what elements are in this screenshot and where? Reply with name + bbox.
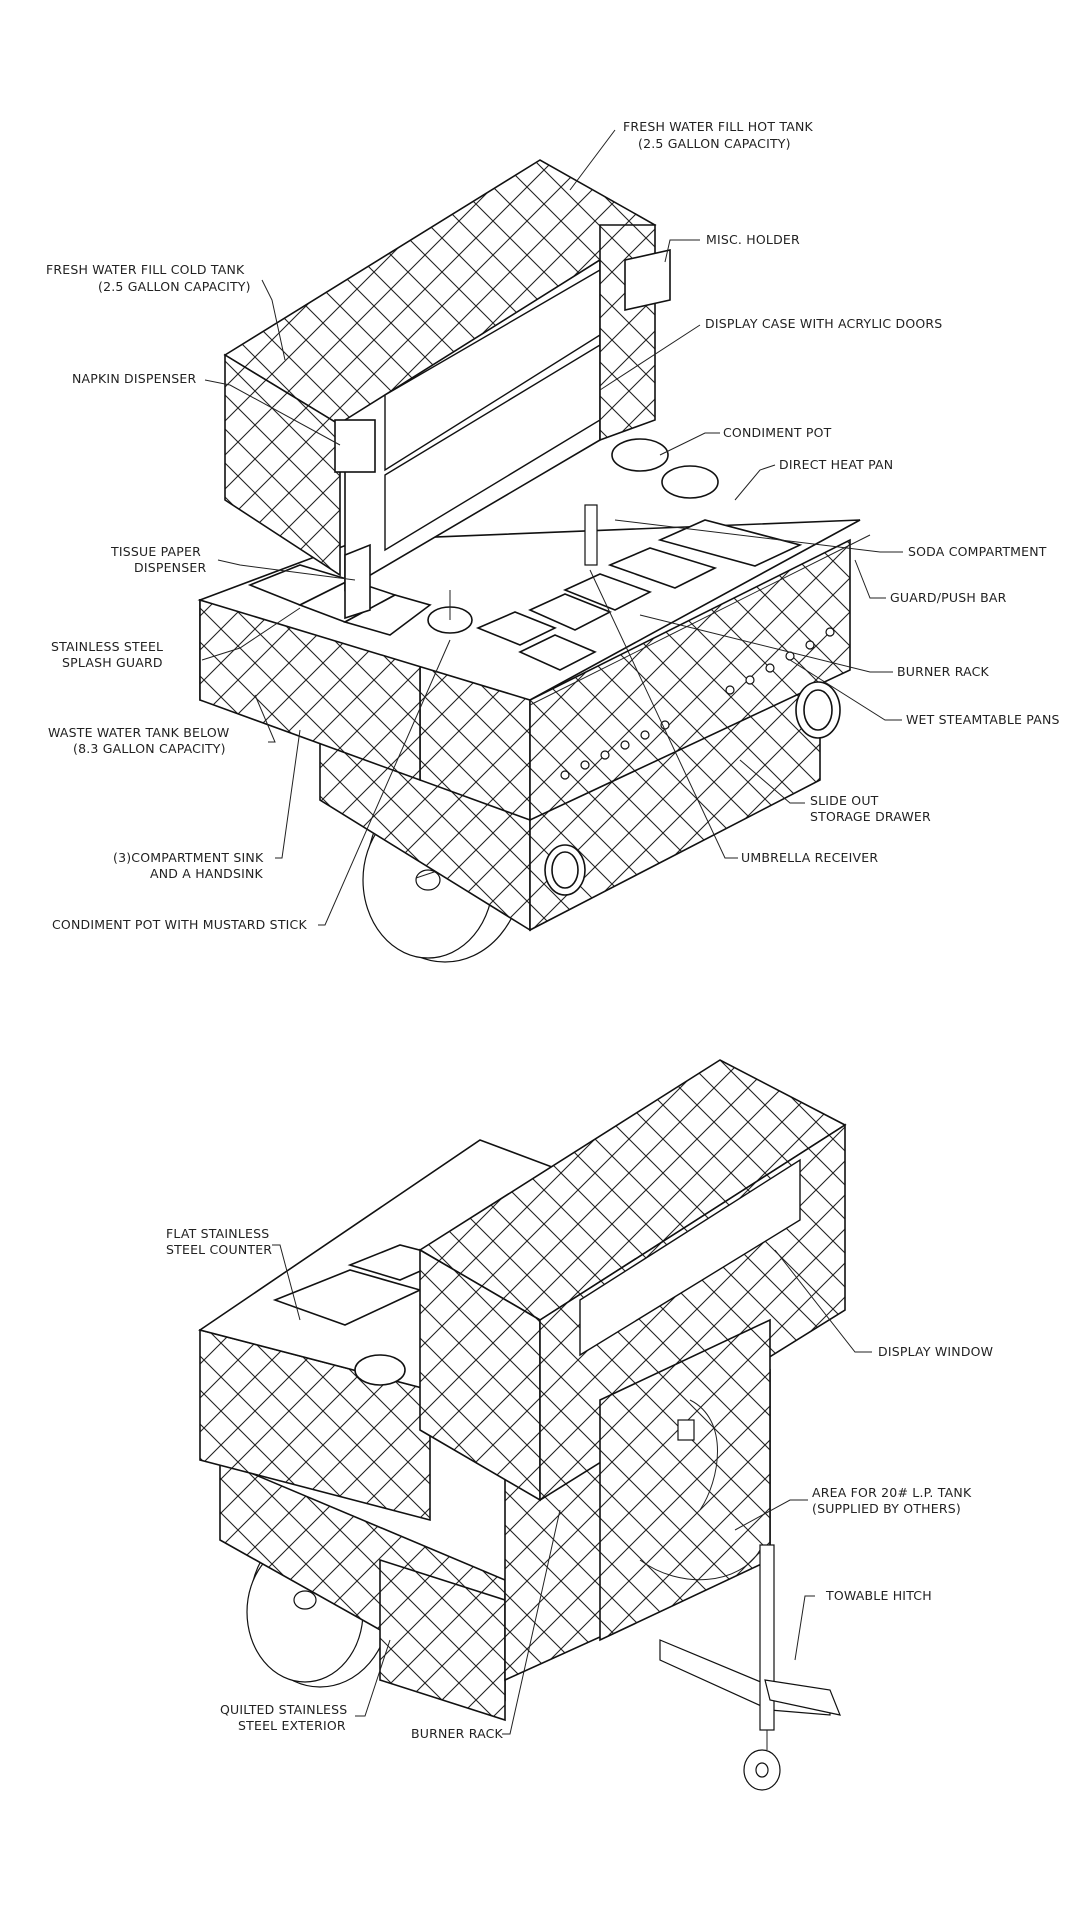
label-sink-1: (3)COMPARTMENT SINK bbox=[113, 850, 264, 865]
label-drawer-2: STORAGE DRAWER bbox=[810, 809, 931, 824]
top-cart-view bbox=[197, 159, 871, 963]
hitch-drawing bbox=[659, 1544, 841, 1791]
top-burner-holes bbox=[560, 627, 835, 780]
label-flat-counter-2: STEEL COUNTER bbox=[166, 1242, 272, 1257]
label-fresh-water-cold-1: FRESH WATER FILL COLD TANK bbox=[46, 262, 245, 277]
bottom-leaders bbox=[272, 1244, 872, 1735]
bottom-labels: FLAT STAINLESS STEEL COUNTER DISPLAY WIN… bbox=[166, 1226, 993, 1741]
label-fresh-water-hot-2: (2.5 GALLON CAPACITY) bbox=[638, 136, 791, 151]
label-splash-1: STAINLESS STEEL bbox=[51, 639, 163, 654]
label-lp-tank-2: (SUPPLIED BY OTHERS) bbox=[812, 1501, 961, 1516]
label-waste-1: WASTE WATER TANK BELOW bbox=[48, 725, 229, 740]
label-tissue-1: TISSUE PAPER bbox=[110, 544, 201, 559]
label-condiment-pot: CONDIMENT POT bbox=[723, 425, 832, 440]
label-splash-2: SPLASH GUARD bbox=[62, 655, 163, 670]
label-hitch: TOWABLE HITCH bbox=[825, 1588, 932, 1603]
label-flat-counter-1: FLAT STAINLESS bbox=[166, 1226, 269, 1241]
top-labels: FRESH WATER FILL HOT TANK (2.5 GALLON CA… bbox=[46, 119, 1060, 932]
label-steamtable: WET STEAMTABLE PANS bbox=[906, 712, 1060, 727]
label-waste-2: (8.3 GALLON CAPACITY) bbox=[73, 741, 226, 756]
label-display-window: DISPLAY WINDOW bbox=[878, 1344, 993, 1359]
label-tissue-2: DISPENSER bbox=[134, 560, 206, 575]
label-umbrella: UMBRELLA RECEIVER bbox=[741, 850, 878, 865]
bottom-cart-view bbox=[198, 1059, 847, 1791]
label-fresh-water-cold-2: (2.5 GALLON CAPACITY) bbox=[98, 279, 251, 294]
label-quilted-2: STEEL EXTERIOR bbox=[238, 1718, 346, 1733]
label-napkin: NAPKIN DISPENSER bbox=[72, 371, 197, 386]
label-soda: SODA COMPARTMENT bbox=[908, 544, 1047, 559]
label-sink-2: AND A HANDSINK bbox=[150, 866, 264, 881]
label-burner-rack: BURNER RACK bbox=[897, 664, 990, 679]
label-drawer-1: SLIDE OUT bbox=[810, 793, 879, 808]
top-leaders bbox=[201, 129, 903, 926]
label-misc-holder: MISC. HOLDER bbox=[706, 232, 800, 247]
label-fresh-water-hot-1: FRESH WATER FILL HOT TANK bbox=[623, 119, 814, 134]
label-display-case: DISPLAY CASE WITH ACRYLIC DOORS bbox=[705, 316, 942, 331]
label-guard: GUARD/PUSH BAR bbox=[890, 590, 1007, 605]
label-quilted-1: QUILTED STAINLESS bbox=[220, 1702, 347, 1717]
label-direct-heat-pan: DIRECT HEAT PAN bbox=[779, 457, 893, 472]
label-mustard: CONDIMENT POT WITH MUSTARD STICK bbox=[52, 917, 307, 932]
label-lp-tank-1: AREA FOR 20# L.P. TANK bbox=[812, 1485, 972, 1500]
label-burner-rack-2: BURNER RACK bbox=[411, 1726, 504, 1741]
